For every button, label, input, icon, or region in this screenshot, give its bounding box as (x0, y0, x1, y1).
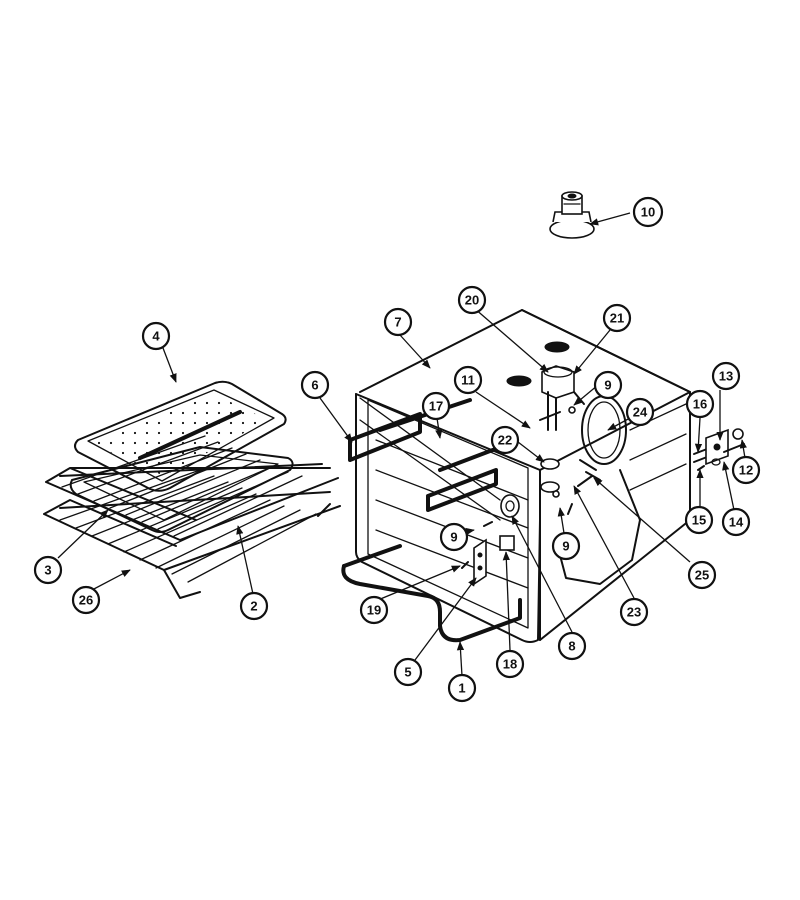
callout-label: 25 (695, 568, 709, 583)
callout-label: 9 (450, 530, 457, 545)
leader-lines (57, 212, 747, 677)
callout-label: 3 (44, 563, 51, 578)
callout-19: 19 (359, 595, 389, 625)
callout-label: 16 (693, 397, 707, 412)
callout-label: 14 (729, 515, 744, 530)
callout-23: 23 (619, 597, 649, 627)
callout-12: 12 (731, 455, 761, 485)
callout-24: 24 (625, 397, 655, 427)
callout-label: 15 (692, 513, 706, 528)
broil-element-part (348, 398, 500, 512)
callout-label: 21 (610, 311, 624, 326)
callout-5: 5 (393, 657, 423, 687)
callout-label: 17 (429, 399, 443, 414)
callout-20: 20 (457, 285, 487, 315)
callout-1: 1 (447, 673, 477, 703)
callout-label: 8 (568, 639, 575, 654)
oven-cavity-part (355, 309, 691, 643)
callout-label: 10 (641, 205, 655, 220)
callout-label: 7 (394, 315, 401, 330)
callout-8: 8 (557, 631, 587, 661)
callout-22: 22 (490, 425, 520, 455)
callout-14: 14 (721, 507, 751, 537)
callout-label: 26 (79, 593, 93, 608)
oven-rack-upper-part (45, 435, 339, 541)
callout-7: 7 (383, 307, 413, 337)
callout-26: 26 (71, 585, 101, 615)
callout-label: 11 (461, 373, 475, 388)
callout-label: 24 (633, 405, 648, 420)
callout-label: 5 (404, 665, 411, 680)
callout-label: 9 (562, 539, 569, 554)
callout-11: 11 (453, 365, 483, 395)
callout-4: 4 (141, 321, 171, 351)
callout-17: 17 (421, 391, 451, 421)
callout-label: 18 (503, 657, 517, 672)
oven-rack-lower-part (43, 469, 341, 599)
sensor-part (499, 494, 520, 551)
callout-15: 15 (684, 505, 714, 535)
callout-label: 22 (498, 433, 512, 448)
callout-label: 4 (152, 329, 160, 344)
callout-label: 19 (367, 603, 381, 618)
burner-cap-part (549, 191, 595, 239)
burner-assembly-part (539, 365, 585, 431)
callout-label: 2 (250, 599, 257, 614)
callout-13: 13 (711, 361, 741, 391)
callout-label: 1 (458, 681, 465, 696)
callout-label: 23 (627, 605, 641, 620)
callout-label: 20 (465, 293, 479, 308)
callout-2: 2 (239, 591, 269, 621)
element-bracket-part (473, 538, 487, 586)
screws-group (461, 406, 593, 569)
callout-16: 16 (685, 389, 715, 419)
callout-label: 6 (311, 378, 318, 393)
callout-9c: 9 (551, 531, 581, 561)
callout-21: 21 (602, 303, 632, 333)
callout-18: 18 (495, 649, 525, 679)
callout-9b: 9 (439, 522, 469, 552)
callout-label: 13 (719, 369, 733, 384)
bake-element-part (341, 544, 522, 643)
callout-9a: 9 (593, 370, 623, 400)
fittings-group (540, 458, 601, 493)
callout-25: 25 (687, 560, 717, 590)
valve-hardware-part (693, 428, 745, 471)
callout-10: 10 (632, 196, 664, 228)
callout-6: 6 (300, 370, 330, 400)
callout-3: 3 (33, 555, 63, 585)
broiler-pan-insert-part (74, 380, 287, 492)
callout-label: 9 (604, 378, 611, 393)
callout-label: 12 (739, 463, 753, 478)
